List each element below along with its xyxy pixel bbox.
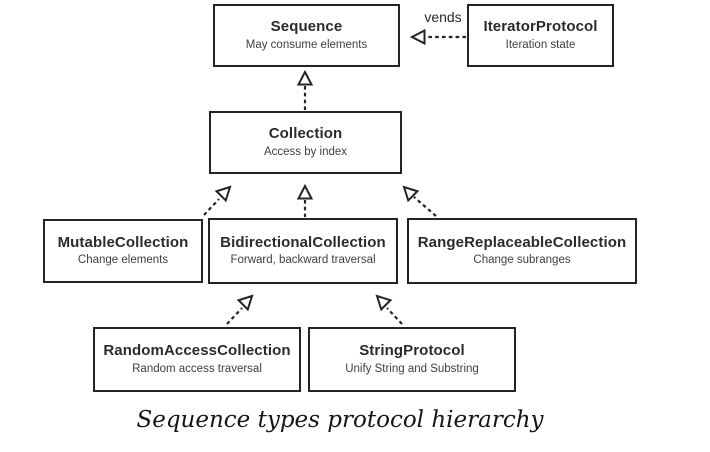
node-title: StringProtocol [359, 342, 465, 360]
node-random-access-collection: RandomAccessCollection Random access tra… [93, 327, 301, 392]
arrowhead-randomaccesscollection-bidirectionalcollection [236, 294, 254, 312]
edge-mutablecollection-collection [203, 198, 220, 216]
node-range-replaceable-collection: RangeReplaceableCollection Change subran… [407, 218, 637, 284]
node-subtitle: Forward, backward traversal [230, 254, 376, 267]
node-title: RangeReplaceableCollection [417, 233, 627, 251]
node-subtitle: Random access traversal [132, 362, 262, 375]
node-subtitle: Iteration state [505, 38, 576, 51]
node-title: MutableCollection [57, 233, 189, 251]
arrowhead-mutablecollection-collection [214, 185, 232, 203]
arrowhead-rangereplaceablecollection-collection [402, 185, 420, 203]
node-subtitle: Access by index [263, 145, 348, 158]
node-mutable-collection: MutableCollection Change elements [43, 219, 203, 283]
node-sequence: Sequence May consume elements [213, 4, 400, 67]
arrowhead-vends [409, 28, 426, 46]
edge-randomaccesscollection-bidirectionalcollection [226, 307, 243, 325]
edge-rangereplaceablecollection-collection [413, 196, 437, 217]
arrowhead-bidirectionalcollection-collection [296, 183, 314, 200]
diagram-caption: Sequence types protocol hierarchy [136, 407, 544, 433]
arrowhead-collection-sequence [296, 69, 314, 86]
node-title: IteratorProtocol [483, 18, 598, 36]
node-title: BidirectionalCollection [220, 233, 386, 251]
vends-edge-label: vends [424, 9, 462, 25]
node-subtitle: Change subranges [473, 254, 571, 267]
arrowhead-stringprotocol-bidirectionalcollection [375, 294, 393, 312]
node-title: RandomAccessCollection [103, 342, 291, 360]
node-subtitle: May consume elements [245, 38, 368, 51]
node-string-protocol: StringProtocol Unify String and Substrin… [308, 327, 516, 392]
node-bidirectional-collection: BidirectionalCollection Forward, backwar… [208, 218, 398, 284]
node-subtitle: Unify String and Substring [345, 362, 479, 375]
node-title: Collection [268, 125, 343, 143]
node-title: Sequence [270, 18, 343, 36]
node-subtitle: Change elements [77, 254, 169, 267]
node-iterator-protocol: IteratorProtocol Iteration state [467, 4, 614, 67]
node-collection: Collection Access by index [209, 111, 402, 174]
edge-stringprotocol-bidirectionalcollection [386, 307, 403, 325]
